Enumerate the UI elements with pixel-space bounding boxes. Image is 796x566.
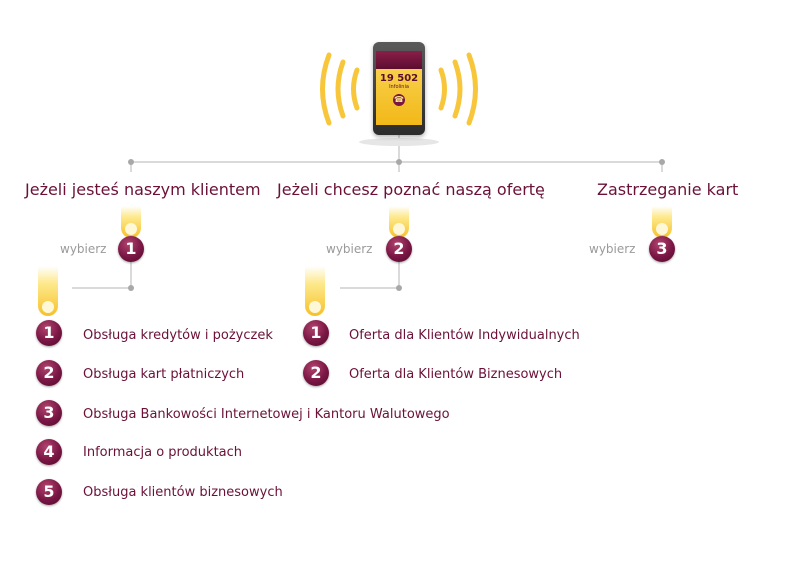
column-2-heading: Jeżeli chcesz poznać naszą ofertę: [277, 180, 545, 199]
left-option-4-label[interactable]: Informacja o produktach: [83, 445, 243, 460]
column-1-heading: Jeżeli jesteś naszym klientem: [25, 180, 261, 199]
right-option-2-badge[interactable]: 2: [303, 360, 329, 386]
right-option-1-badge[interactable]: 1: [303, 320, 329, 346]
left-option-3-badge[interactable]: 3: [36, 400, 62, 426]
highlight-glow: [38, 266, 58, 316]
left-option-1-badge[interactable]: 1: [36, 320, 62, 346]
left-option-3-label[interactable]: Obsługa Bankowości Internetowej i Kantor…: [83, 407, 450, 422]
left-option-2-label[interactable]: Obsługa kart płatniczych: [83, 367, 245, 382]
column-2-select-label: wybierz: [326, 242, 373, 256]
right-option-1-label[interactable]: Oferta dla Klientów Indywidualnych: [349, 328, 580, 343]
hotline-number: 19 502: [379, 73, 419, 84]
highlight-glow: [305, 266, 325, 316]
sound-waves-icon: [320, 52, 478, 126]
left-option-2-badge[interactable]: 2: [36, 360, 62, 386]
highlight-glow: [121, 206, 141, 238]
hotline-call-icon: ☎: [393, 94, 405, 106]
column-1-number-badge[interactable]: 1: [118, 236, 144, 262]
left-option-5-badge[interactable]: 5: [36, 479, 62, 505]
connector-dot: [128, 159, 134, 165]
left-option-5-label[interactable]: Obsługa klientów biznesowych: [83, 485, 283, 500]
phone-icon: 19 502 Infolinia ☎: [373, 42, 425, 135]
left-option-4-badge[interactable]: 4: [36, 439, 62, 465]
highlight-glow: [652, 206, 672, 238]
phone-screen-header: [376, 51, 422, 69]
phone-screen: 19 502 Infolinia ☎: [376, 51, 422, 125]
highlight-glow: [389, 206, 409, 238]
right-option-2-label[interactable]: Oferta dla Klientów Biznesowych: [349, 367, 563, 382]
connector-dot: [659, 159, 665, 165]
column-2-number-badge[interactable]: 2: [386, 236, 412, 262]
connector-dot: [396, 285, 402, 291]
column-3-select-label: wybierz: [589, 242, 636, 256]
column-3-heading: Zastrzeganie kart: [597, 180, 739, 199]
column-1-select-label: wybierz: [60, 242, 107, 256]
connector-dot: [396, 159, 402, 165]
column-3-number-badge[interactable]: 3: [649, 236, 675, 262]
phone-shadow: [359, 138, 439, 146]
hotline-label: Infolinia: [389, 84, 409, 90]
left-option-1-label[interactable]: Obsługa kredytów i pożyczek: [83, 328, 273, 343]
connector-dot: [128, 285, 134, 291]
